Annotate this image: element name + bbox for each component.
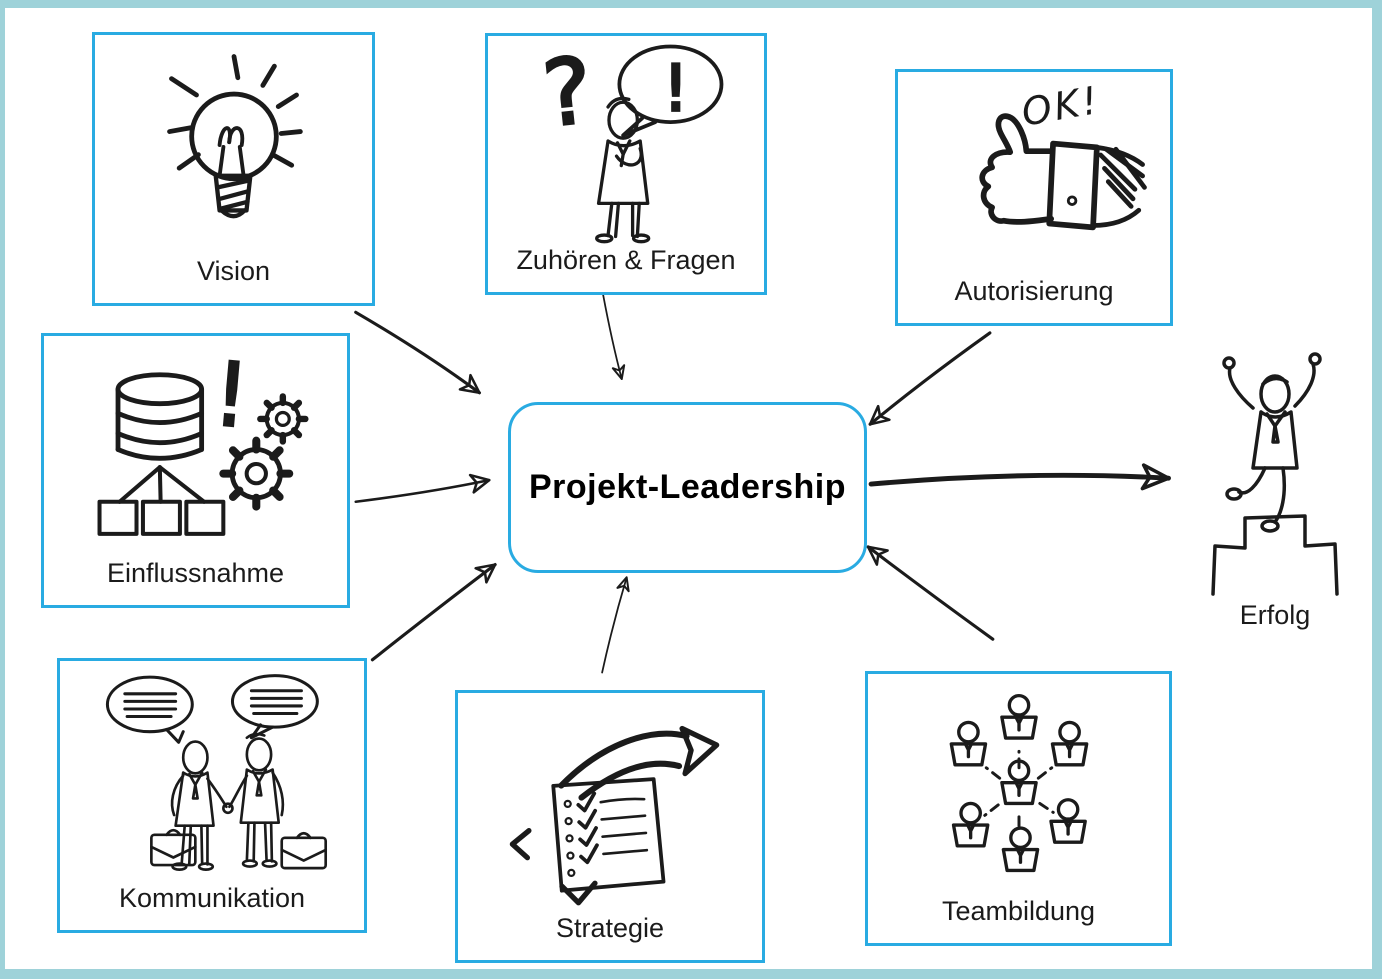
outcome-erfolg: Erfolg [1185,346,1365,646]
node-zuhoeren-fragen: ? ! Zuhören & Frage [485,33,767,295]
node-label: Autorisierung [954,276,1114,307]
arrow-einflussnahme-to-center [354,473,491,504]
node-label: Vision [196,256,271,287]
node-label: Einflussnahme [106,558,285,589]
arrow-kommunikation-to-center [370,563,497,662]
arrow-strategie-to-center [601,576,630,674]
arrow-zuhoeren-to-center [602,293,626,381]
node-strategie: Strategie [455,690,765,963]
center-node-projekt-leadership: Projekt-Leadership [508,402,867,573]
team-network-icon [868,674,1169,897]
question-glyph: ? [538,39,597,148]
lightbulb-icon [95,35,372,257]
handshake-icon [60,661,364,884]
exclamation-glyph: ! [663,52,689,127]
checklist-arrow-icon [458,693,762,914]
thumbs-up-icon: OK! [898,72,1170,277]
exclamation-glyph: ! [209,345,253,448]
arrow-autorisierung-to-center [868,331,992,426]
outcome-label: Erfolg [1239,600,1311,630]
node-label: Zuhören & Fragen [516,245,736,276]
node-vision: Vision [92,32,375,306]
node-autorisierung: OK! Autorisierung [895,69,1173,326]
arrow-center-to-erfolg [868,463,1171,491]
thinking-person-icon: ? ! [488,36,764,246]
node-kommunikation: Kommunikation [57,658,367,933]
winner-podium-icon [1183,346,1368,596]
node-einflussnahme: ! Einflussnahme [41,333,350,608]
database-gears-icon: ! [44,336,347,559]
ok-text: OK! [1018,77,1103,134]
node-teambildung: Teambildung [865,671,1172,946]
node-label: Kommunikation [118,883,306,914]
arrow-vision-to-center [354,310,481,395]
node-label: Strategie [555,913,665,944]
arrow-teambildung-to-center [866,545,995,641]
node-label: Teambildung [941,896,1096,927]
center-title: Projekt-Leadership [529,468,846,506]
